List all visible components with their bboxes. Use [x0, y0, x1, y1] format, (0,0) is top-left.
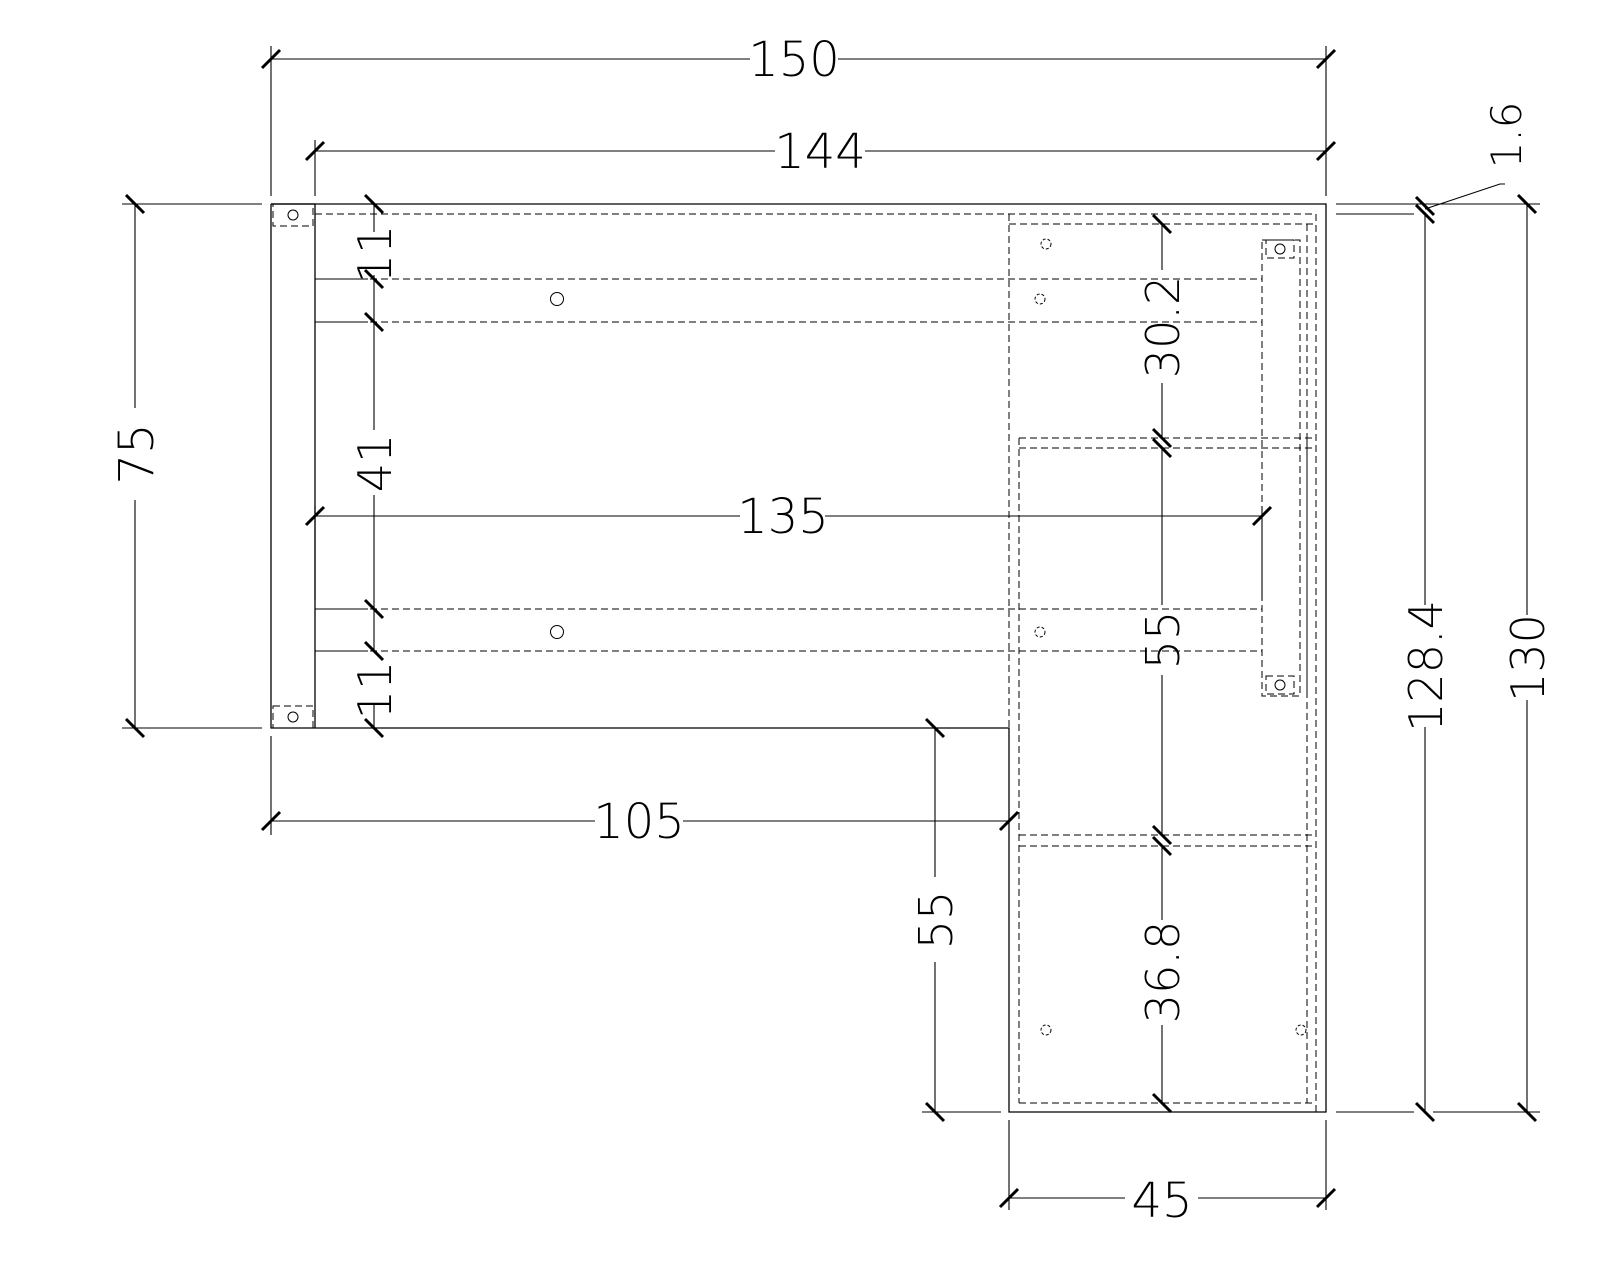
dim-drawer-upper: 30.2	[1136, 276, 1190, 378]
dim-return-depth: 55	[909, 891, 963, 950]
dimension-ticks	[124, 48, 1538, 1209]
dim-rail-top: 11	[348, 225, 402, 284]
dim-rail-gap: 41	[348, 434, 402, 493]
dim-drawer-lower: 36.8	[1136, 921, 1190, 1023]
dim-top-overhang: 1.6	[1482, 102, 1531, 169]
dim-return-length: 105	[593, 794, 685, 850]
dim-left-depth: 75	[109, 423, 165, 484]
dim-total-depth: 130	[1501, 614, 1555, 702]
dim-drawer-middle: 55	[1136, 611, 1190, 670]
dim-total-depth-inner: 128.4	[1399, 600, 1453, 732]
dimension-labels: 150 144 135 105 45 75 11 41 11 55 30.2 5…	[109, 32, 1555, 1229]
dim-return-width: 45	[1131, 1173, 1192, 1229]
fitting-holes	[287, 209, 1307, 1036]
dim-overall-width: 150	[748, 32, 840, 88]
dimension-lines	[122, 46, 1540, 1210]
hidden-lines	[272, 203, 1317, 1112]
dim-rail-span: 135	[737, 489, 829, 545]
dim-inner-width: 144	[774, 124, 866, 180]
dim-rail-bottom: 11	[348, 661, 402, 720]
